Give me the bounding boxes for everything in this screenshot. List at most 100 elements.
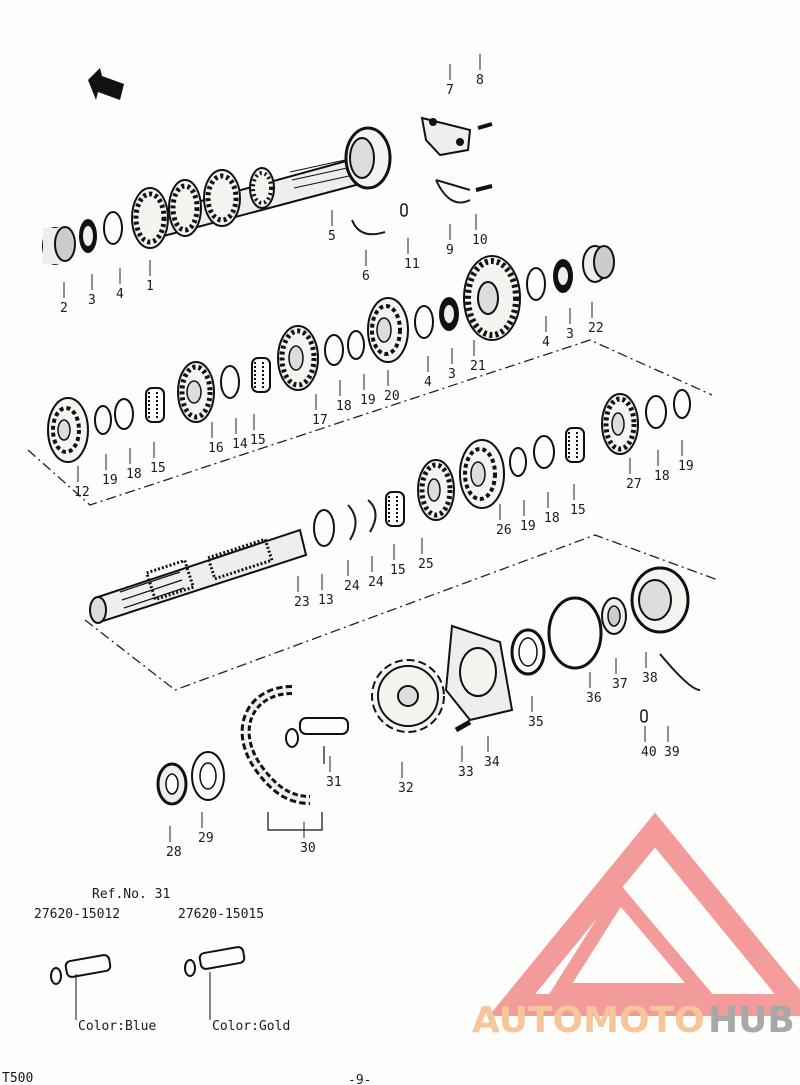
part-number-label: 17 [312,413,328,428]
circlip-39 [659,653,701,691]
collar-37 [601,597,627,635]
gear-20 [367,297,409,363]
drive-sprocket-32 [371,659,445,733]
lock-washer-29 [191,751,225,801]
part-number-label: 31 [326,775,342,790]
washer-18b [114,398,134,430]
retainer-plate-7 [420,116,472,157]
part-number-label: 2 [60,301,68,316]
part-number-label: 3 [566,327,574,342]
pin-11 [400,203,408,217]
watermark-word-b: HUB [708,1000,795,1041]
circlip-19d [509,447,527,477]
part-number-label: 20 [384,389,400,404]
bushing-22 [582,245,615,283]
gear-26 [459,439,505,509]
part-number-label: 3 [448,367,456,382]
thrust-washer-24a [367,499,377,533]
gear-21 [463,255,521,341]
watermark-word-a: AUTOMOTO [472,1000,705,1041]
part-number-label: 19 [520,519,536,534]
part-number-label: 18 [126,467,142,482]
part-number-label: 15 [390,563,406,578]
part-number-label: 19 [678,459,694,474]
part-number-label: 4 [116,287,124,302]
part-number-label: 11 [404,257,420,272]
gear-17 [277,325,319,391]
gear-12 [47,397,89,463]
bearing-38 [630,566,690,634]
part-number-label: 1 [146,279,154,294]
needle-bearing-15c [565,427,585,463]
washer-18a [324,334,344,366]
part-number-label: 19 [102,473,118,488]
sprocket-nut-28 [156,762,188,806]
part-number-label: 18 [336,399,352,414]
part-number-label: 29 [198,831,214,846]
needle-bearing-15b [145,387,165,423]
part-number-label: 35 [528,715,544,730]
part-number-label: 22 [588,321,604,336]
axis-line-upper [27,339,713,506]
part-number-label: 36 [586,691,602,706]
footer-model: T500 [2,1071,33,1085]
drive-chain-30 [240,685,311,805]
bolt-10 [475,184,493,192]
part-number-label: 24 [368,575,384,590]
part-number-label: 8 [476,73,484,88]
ref-variant-color: Color:Blue [78,1019,156,1034]
sprocket-cover-plate-34 [444,624,514,722]
part-number-label: 15 [250,433,266,448]
part-number-label: 24 [344,579,360,594]
front-arrow-icon [88,68,124,100]
gear-27 [601,393,639,455]
o-ring-36 [547,596,603,670]
ref-variant-part-no: 27620-15012 [34,907,120,922]
countershaft-gear-2 [168,179,202,237]
mainshaft-gear-row [313,389,691,547]
part-number-label: 28 [166,845,182,860]
leader-lines [63,54,683,842]
part-number-label: 10 [472,233,488,248]
ref-block-title: Ref.No. 31 [92,887,170,902]
countershaft-gear-3 [203,169,241,227]
footer-page-number: -9- [348,1073,371,1085]
bolt-33 [454,719,472,733]
part-number-label: 3 [88,293,96,308]
seal-35 [510,628,546,676]
washer-18d [533,435,555,469]
part-number-label: 27 [626,477,642,492]
part-number-label: 37 [612,677,628,692]
gear-16 [177,361,215,423]
part-number-label: 14 [232,437,248,452]
part-number-label: 34 [484,755,500,770]
part-number-label: 4 [424,375,432,390]
part-number-label: 26 [496,523,512,538]
needle-bearing-15d [385,491,405,527]
part-number-label: 5 [328,229,336,244]
ref-variant-part-no: 27620-15015 [178,907,264,922]
part-number-label: 16 [208,441,224,456]
needle-bearing-3 [79,219,97,253]
master-link-31 [285,717,349,748]
circlip-19b [94,405,112,435]
washer-4b [526,267,546,301]
part-number-label: 12 [74,485,90,500]
retainer-plate-9 [435,179,471,204]
thrust-washer-24b [347,504,357,541]
needle-bearing-3b [553,259,573,293]
part-number-label: 6 [362,269,370,284]
part-number-label: 18 [654,469,670,484]
mainshaft-23 [89,528,308,624]
part-number-label: 4 [542,335,550,350]
bearing-5 [344,126,392,190]
part-number-label: 15 [570,503,586,518]
part-number-label: 40 [641,745,657,760]
gear-25 [417,459,455,521]
ref-variant-blue-illustration [50,954,112,1020]
ref-variant-color: Color:Gold [212,1019,290,1034]
circlip-6 [351,219,386,236]
upper-gear-row [47,245,615,463]
